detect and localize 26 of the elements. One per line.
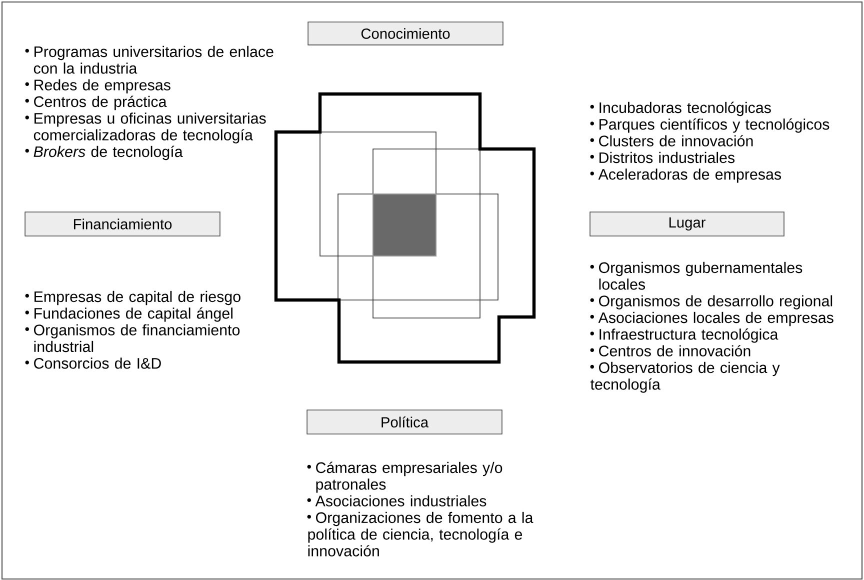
bullet-item: Observatorios de ciencia y tecnología <box>590 362 780 393</box>
bullet-item: Consorcios de I&D <box>25 358 161 369</box>
bullet-item: Parques científicos y tecnológicos <box>590 118 830 133</box>
bullet-item: Empresas de capital de riesgo <box>25 290 240 306</box>
bullet-item: Clusters de innovación <box>590 135 753 146</box>
bullet-item: Aceleradoras de empresas <box>590 168 782 183</box>
bullet-item: Distritos industriales <box>590 152 735 164</box>
bullet-item: Centros de innovación <box>590 345 750 356</box>
bullet-item: Organismos de financiamiento industrial <box>25 324 240 352</box>
bullet-item: Organismos gubernamentales locales <box>590 262 802 290</box>
bullet-item: Incubadoras tecnológicas <box>590 102 771 116</box>
heading-box: Financiamiento <box>24 212 220 236</box>
bullet-item: Centros de práctica <box>25 96 167 110</box>
bullet-item: Organismos de desarrollo regional <box>590 295 832 310</box>
bullet-item: Infraestructura tecnológica <box>590 328 778 343</box>
bullet-item: Asociaciones locales de empresas <box>590 312 834 326</box>
bullet-item: Brokers de tecnología <box>25 146 183 160</box>
bullet-item: Fundaciones de capital ángel <box>25 307 232 322</box>
bullet-item: Redes de empresas <box>25 79 170 94</box>
bullet-item: Cámaras empresariales y/o patronales <box>307 462 502 493</box>
bullet-item: Asociaciones industriales <box>307 495 486 506</box>
bullet-item: Organizaciones de fomento a la política de ciencia, tecnología e innovación <box>307 512 534 556</box>
heading-box: Conocimiento <box>308 22 504 46</box>
heading-box: Política <box>306 410 502 434</box>
bullet-item: Programas universitarios de enlace con la industria <box>25 46 274 74</box>
heading-box: Lugar <box>590 212 784 236</box>
